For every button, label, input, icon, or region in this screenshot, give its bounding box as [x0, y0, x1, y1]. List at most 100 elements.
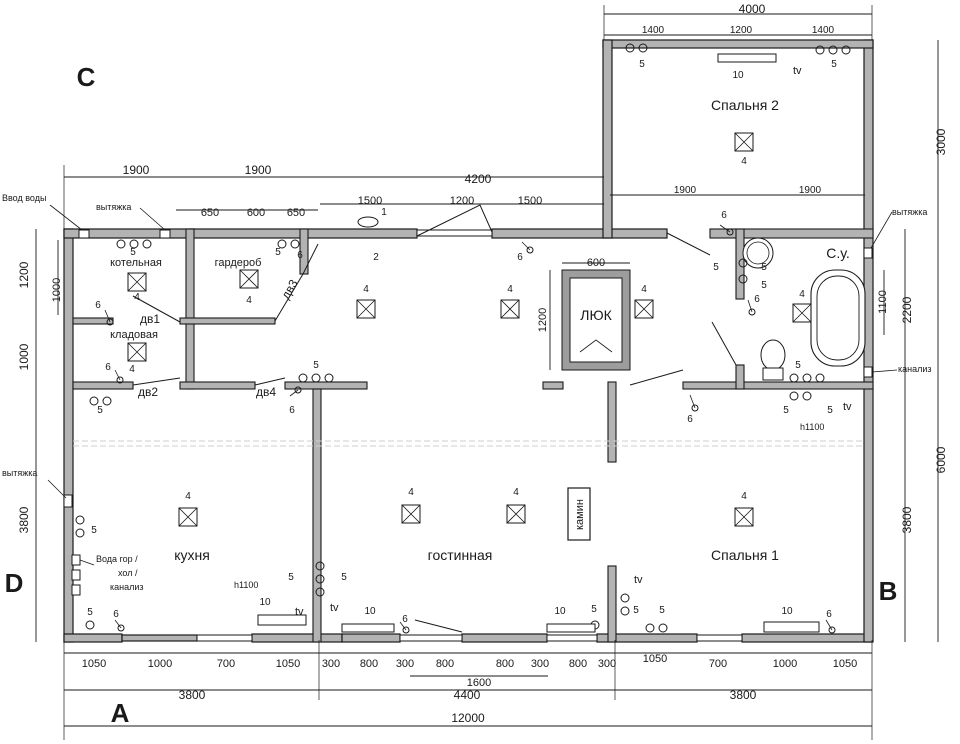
- light-box: [792, 303, 812, 323]
- svg-text:4: 4: [513, 487, 519, 498]
- wall-north-right: [491, 228, 668, 239]
- door-bed2: [666, 232, 711, 256]
- svg-text:5: 5: [130, 247, 136, 258]
- bathroom-fixtures: [742, 237, 866, 381]
- vents: [63, 216, 873, 596]
- svg-text:5: 5: [639, 59, 645, 70]
- windows: [196, 229, 743, 642]
- svg-text:4: 4: [185, 491, 191, 502]
- dim-b-300d: 300: [598, 658, 616, 670]
- dim-b-700: 700: [217, 658, 235, 670]
- room-living: гостинная: [428, 547, 493, 563]
- light-box: [734, 132, 754, 152]
- axis-c: C: [77, 62, 96, 92]
- svg-text:10: 10: [781, 606, 793, 617]
- dim-right-3800: 3800: [730, 688, 757, 702]
- label-water-inlet: Ввод воды: [2, 193, 46, 203]
- wall-south-7: [741, 633, 873, 643]
- label-h1100-kitchen: h1100: [234, 580, 258, 590]
- dim-t-1900b: 1900: [245, 163, 272, 177]
- dim-r-2200: 2200: [900, 296, 914, 323]
- radiators: [257, 53, 820, 633]
- dim-hatch-600: 600: [587, 257, 605, 269]
- room-pantry: кладовая: [110, 329, 158, 341]
- wall-south-5: [461, 633, 548, 643]
- svg-text:6: 6: [721, 210, 727, 221]
- svg-text:1: 1: [381, 207, 387, 218]
- svg-text:6: 6: [402, 614, 408, 625]
- dim-b-300: 300: [322, 658, 340, 670]
- label-h1100-bed1: h1100: [800, 422, 824, 432]
- dim-total-width: 12000: [451, 711, 485, 725]
- wall-south-2: [121, 634, 198, 642]
- fireplace-label: камин: [574, 499, 586, 530]
- wall-living-bed1-lower: [607, 565, 617, 643]
- svg-text:5: 5: [591, 604, 597, 615]
- wall-pantry-bottom: [72, 381, 134, 390]
- svg-text:5: 5: [761, 262, 767, 273]
- label-dv3: дв3: [278, 277, 300, 302]
- label-vent-left: вытяжка: [2, 468, 37, 478]
- dim-l-1200: 1200: [17, 261, 31, 288]
- dim-r-3800: 3800: [900, 506, 914, 533]
- dim-b-700b: 700: [709, 658, 727, 670]
- dim-b-1050c: 1050: [643, 653, 667, 665]
- light-box: [127, 342, 147, 362]
- dim-1600: 1600: [467, 677, 491, 689]
- svg-text:5: 5: [827, 405, 833, 416]
- label-water-3: канализ: [110, 582, 144, 592]
- dim-b-300c: 300: [531, 658, 549, 670]
- door-south-living: [414, 619, 463, 633]
- room-bedroom-2: Спальня 2: [711, 97, 779, 113]
- dim-left-3800: 3800: [179, 688, 206, 702]
- svg-text:5: 5: [87, 607, 93, 618]
- dim-b-300b: 300: [396, 658, 414, 670]
- room-wardrobe: гардероб: [215, 257, 262, 269]
- dimensions: [35, 5, 939, 740]
- dim-l-1000b: 1000: [51, 278, 63, 302]
- dim-r-1100: 1100: [877, 290, 889, 314]
- dim-b-1050b: 1050: [276, 658, 300, 670]
- light-box: [178, 507, 198, 527]
- switches: [104, 224, 836, 634]
- svg-text:4: 4: [363, 284, 369, 295]
- svg-text:6: 6: [517, 252, 523, 263]
- dim-t-1900d: 1900: [799, 185, 822, 196]
- window-living-2: [546, 634, 598, 642]
- window-north-1: [416, 229, 493, 237]
- wall-south-3: [251, 633, 343, 643]
- light-box: [401, 504, 421, 524]
- dim-b-1000: 1000: [148, 658, 172, 670]
- svg-text:4: 4: [129, 364, 135, 375]
- svg-text:5: 5: [97, 405, 103, 416]
- light-box: [734, 507, 754, 527]
- label-dv1: дв1: [140, 312, 160, 326]
- sockets: [75, 43, 851, 633]
- dim-mid-4400: 4400: [454, 688, 481, 702]
- svg-text:4: 4: [408, 487, 414, 498]
- svg-text:6: 6: [826, 609, 832, 620]
- wall-pantry-bottom2: [179, 381, 256, 390]
- svg-text:5: 5: [783, 405, 789, 416]
- label-vent-top: вытяжка: [96, 202, 131, 212]
- dim-b-800: 800: [360, 658, 378, 670]
- label-tv-living: tv: [330, 602, 339, 614]
- wall-south-1: [63, 633, 123, 643]
- svg-text:6: 6: [113, 609, 119, 620]
- svg-text:5: 5: [275, 247, 281, 258]
- light-boxes: [127, 132, 812, 527]
- wall-kitchen-living: [312, 388, 322, 643]
- doors: [132, 204, 737, 633]
- svg-text:5: 5: [761, 280, 767, 291]
- room-boiler: котельная: [110, 257, 162, 269]
- wall-bath-west: [735, 228, 745, 300]
- svg-text:2: 2: [373, 252, 379, 263]
- light-box: [356, 299, 376, 319]
- door-main: [416, 204, 493, 237]
- light-box: [127, 272, 147, 292]
- svg-text:5: 5: [341, 572, 347, 583]
- wall-boiler-east: [185, 228, 195, 390]
- svg-text:6: 6: [105, 362, 111, 373]
- svg-text:10: 10: [554, 606, 566, 617]
